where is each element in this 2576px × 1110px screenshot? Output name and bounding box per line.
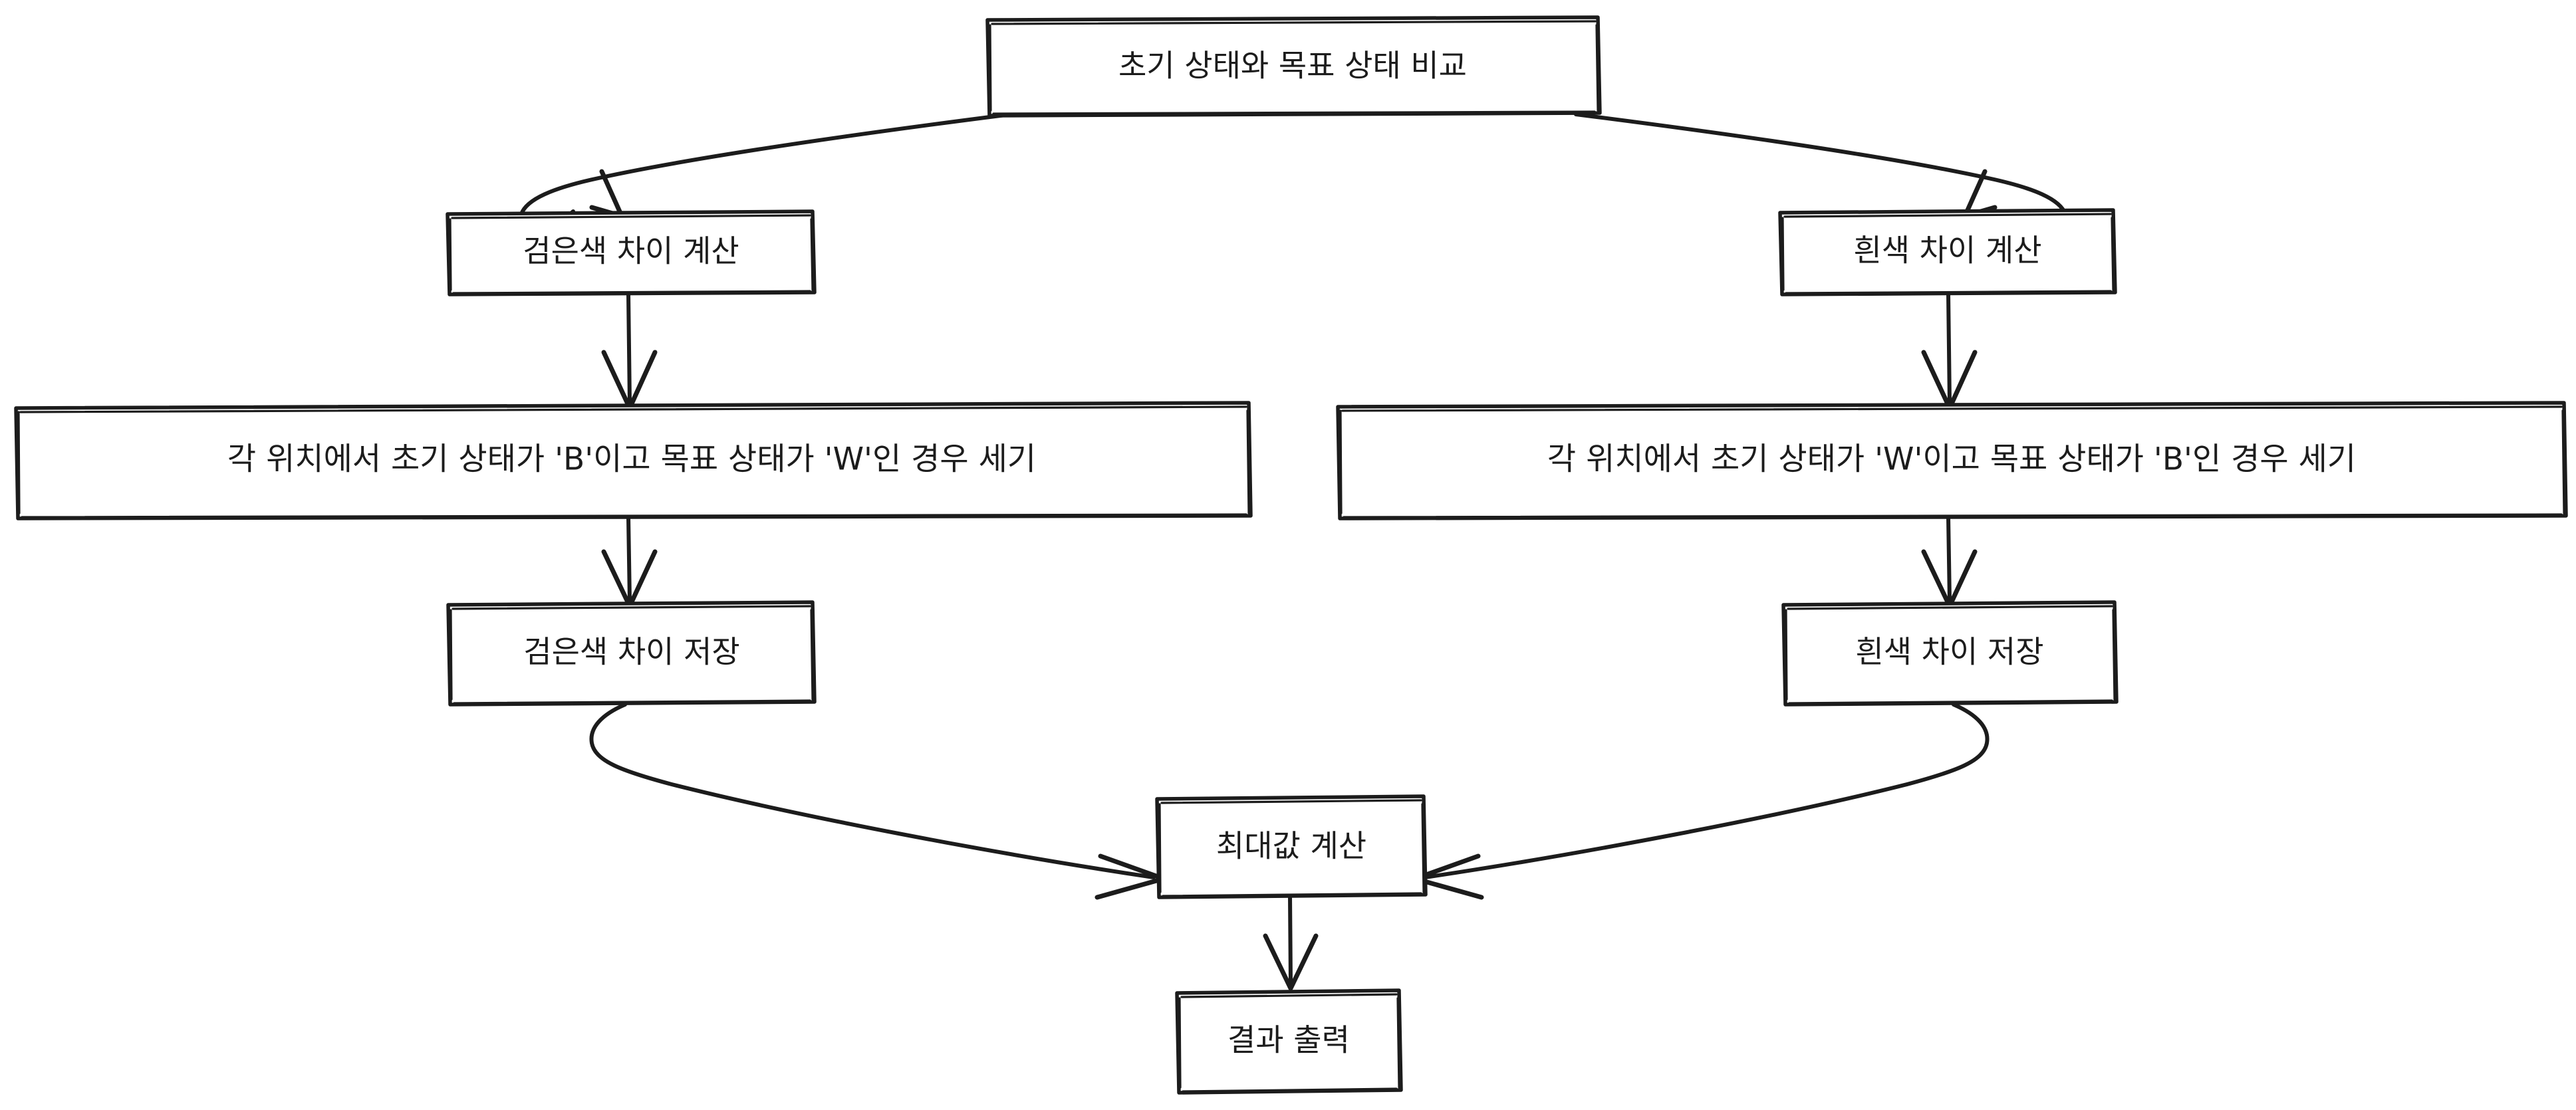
edge-white-store-to-max	[1412, 703, 1990, 900]
node-compare[interactable]: 초기 상태와 목표 상태 비교	[985, 15, 1602, 118]
node-white-count-label: 각 위치에서 초기 상태가 'W'이고 목표 상태가 'B'인 경우 세기	[1547, 441, 2356, 478]
node-max-calc-label: 최대값 계산	[1216, 828, 1366, 864]
node-max-calc[interactable]: 최대값 계산	[1155, 794, 1428, 899]
edge-black-store-to-max	[589, 703, 1166, 900]
edge-black-count-to-black-store	[601, 515, 658, 609]
edge-white-count-to-white-store	[1921, 515, 1978, 609]
node-black-count[interactable]: 각 위치에서 초기 상태가 'B'이고 목표 상태가 'W'인 경우 세기	[14, 401, 1253, 520]
node-white-count[interactable]: 각 위치에서 초기 상태가 'W'이고 목표 상태가 'B'인 경우 세기	[1336, 401, 2568, 520]
node-black-store-label: 검은색 차이 저장	[523, 634, 739, 670]
node-compare-label: 초기 상태와 목표 상태 비교	[1118, 48, 1467, 84]
edge-max-to-output	[1263, 894, 1319, 991]
node-output[interactable]: 결과 출력	[1175, 988, 1403, 1095]
edge-black-calc-to-black-count	[601, 292, 658, 411]
edge-white-calc-to-white-count	[1921, 292, 1978, 411]
node-white-calc[interactable]: 흰색 차이 계산	[1778, 208, 2117, 296]
node-white-store[interactable]: 흰색 차이 저장	[1781, 600, 2119, 707]
node-output-label: 결과 출력	[1227, 1022, 1350, 1058]
node-white-calc-label: 흰색 차이 계산	[1853, 233, 2041, 269]
node-white-store-label: 흰색 차이 저장	[1855, 634, 2043, 670]
node-black-calc[interactable]: 검은색 차이 계산	[446, 209, 817, 296]
node-black-count-label: 각 위치에서 초기 상태가 'B'이고 목표 상태가 'W'인 경우 세기	[227, 441, 1036, 478]
node-black-store[interactable]: 검은색 차이 저장	[446, 600, 817, 707]
node-black-calc-label: 검은색 차이 계산	[523, 233, 739, 269]
